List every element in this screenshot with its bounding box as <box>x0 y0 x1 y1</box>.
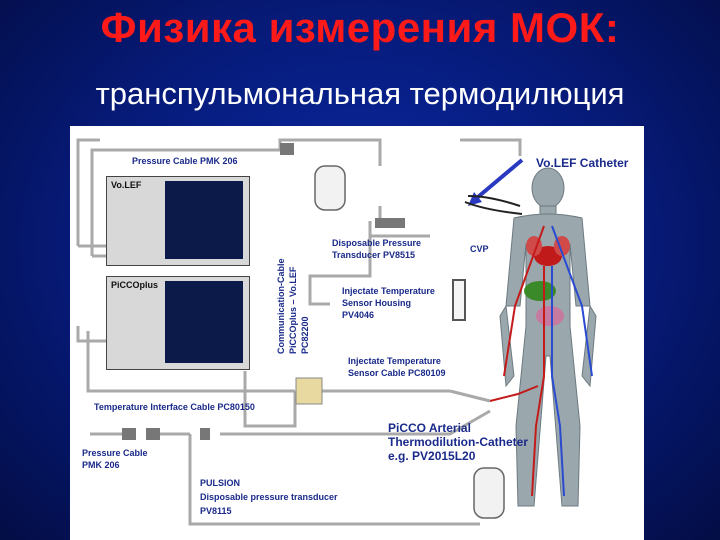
slide-title: Физика измерения МОК: <box>100 4 620 51</box>
label-picco-catheter-1: PiCCO Arterial <box>388 421 471 435</box>
label-cvp: CVP <box>470 244 489 254</box>
label-pulsion-2: Disposable pressure transducer <box>200 492 338 502</box>
label-pressure-cable-bottom-1: Pressure Cable <box>82 448 148 458</box>
label-injectate-cable-2: Sensor Cable PC80109 <box>348 368 446 378</box>
label-pulsion-1: PULSION <box>200 478 241 488</box>
diagram-panel: Vo.LEF PiCCOplus Pressure Cable PMK 206 … <box>70 126 644 540</box>
label-pressure-cable-bottom-2: PMK 206 <box>82 460 120 470</box>
label-pressure-cable-top: Pressure Cable PMK 206 <box>132 156 238 166</box>
label-picco-catheter-2: Thermodilution-Catheter <box>388 435 528 449</box>
label-temp-interface-cable: Temperature Interface Cable PC80150 <box>94 402 255 412</box>
slide-subtitle: транспульмональная термодилюция <box>95 76 625 111</box>
label-disposable-transducer-1: Disposable Pressure <box>332 238 422 248</box>
label-volef-catheter: Vo.LEF Catheter <box>536 156 629 170</box>
label-pulsion-3: PV8115 <box>200 506 232 516</box>
diagram-lines <box>76 138 597 526</box>
volef-screen <box>165 181 243 259</box>
label-injectate-housing-3: PV4046 <box>342 310 375 320</box>
label-injectate-cable-1: Injectate Temperature <box>348 356 441 366</box>
label-disposable-transducer-2: Transducer PV8515 <box>332 250 416 260</box>
picco-screen <box>165 281 243 363</box>
label-picco-catheter-3: e.g. PV2015L20 <box>388 449 476 463</box>
picco-monitor: PiCCOplus <box>106 276 250 370</box>
label-injectate-housing-1: Injectate Temperature <box>342 286 435 296</box>
picco-monitor-label: PiCCOplus <box>111 280 159 290</box>
label-comm-cable-2: PiCCOplus – Vo.LEF <box>288 266 298 354</box>
volef-monitor-label: Vo.LEF <box>111 180 142 190</box>
label-comm-cable-1: Communication-Cable <box>276 258 286 354</box>
volef-monitor: Vo.LEF <box>106 176 250 266</box>
label-injectate-housing-2: Sensor Housing <box>342 298 412 308</box>
label-comm-cable-3: PC82200 <box>300 316 310 354</box>
